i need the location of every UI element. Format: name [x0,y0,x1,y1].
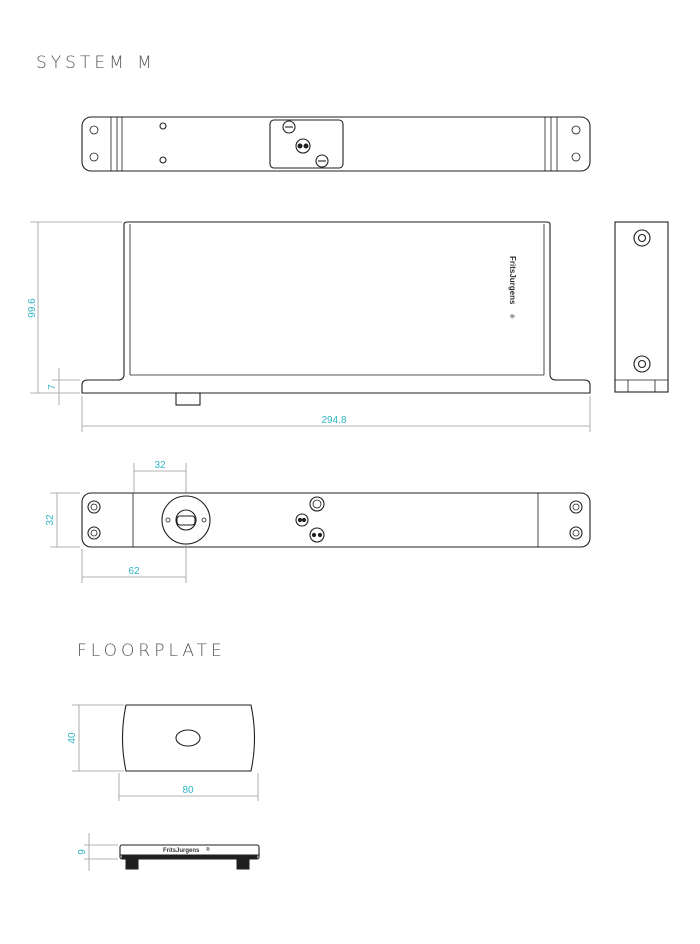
dim-label-height-total: 99.6 [27,298,38,318]
bottom-view-pivot-key [176,515,196,526]
front-view-brand-mark: ® [508,314,515,319]
top-view-pin-icon [159,156,167,164]
bottom-view-body [81,492,591,548]
side-view [614,221,669,393]
floorplate-foot-icon [125,858,139,870]
dim-label-floorplate-height: 9 [77,849,88,855]
bottom-view-pivot-disc [161,495,211,545]
dim-label-width: 32 [45,514,56,526]
floorplate-top-body [121,704,256,772]
side-view-screw-icon [633,229,651,247]
bottom-view-hole-core [90,529,98,537]
floorplate-foot-icon [236,858,250,870]
side-view-screw-core [637,233,647,243]
dim-label-floorplate-width: 40 [67,732,78,744]
side-view-screw-core [637,359,647,369]
bottom-view-pivot-pin [201,517,207,523]
section-title-floorplate: FLOORPLATE [77,641,226,661]
floorplate-side-base [121,854,258,860]
dim-label-pivot-offset: 32 [154,460,166,471]
bottom-view-nut-core [312,499,322,509]
front-view-brand-logo: FritsJurgens [508,256,517,305]
top-view-hole-icon [89,125,99,135]
front-view-body [81,221,591,394]
bottom-view-hole-core [572,529,580,537]
bottom-view-hole-icon [569,500,583,514]
dim-label-pivot-distance: 62 [128,566,140,577]
bottom-view [81,492,591,548]
dim-label-base-height: 7 [47,384,58,390]
top-view-hole-icon [89,152,99,162]
bottom-view-nut-icon [309,496,325,512]
top-view-valve-pin [297,143,303,149]
front-view-spindle [175,392,201,406]
bottom-view-pivot-pin [165,517,171,523]
floorplate-brand-logo: FritsJurgens [163,848,200,854]
bottom-view-valve-icon [309,527,325,543]
bottom-view-dimensions: 32 32 62 [45,460,187,583]
top-view-screw-icon [282,120,296,134]
dim-label-length-total: 294.8 [321,415,346,426]
bottom-view-valve-pin [297,517,303,523]
top-view-mount-plate [269,119,344,169]
bottom-view-valve-icon [295,513,309,527]
top-view-body [81,116,591,172]
floorplate-brand-mark: ® [206,846,210,853]
bottom-view-hole-core [572,503,580,511]
bottom-view-valve-pin [311,532,317,538]
floorplate-top-hole-icon [175,729,201,747]
top-view-screw-icon [315,154,329,168]
floorplate-side-dimensions: 9 [77,833,118,871]
top-view-hole-icon [571,125,581,135]
top-view-valve-pin [303,143,309,149]
top-view-valve-icon [295,138,311,154]
floorplate-side-view: FritsJurgens ® [119,844,260,870]
bottom-view-pivot-axle [175,509,197,531]
top-view [81,116,591,172]
dim-label-floorplate-length: 80 [182,785,194,796]
top-view-hole-icon [571,152,581,162]
front-view-dimensions: 99.6 7 294.8 [27,221,591,432]
bottom-view-valve-pin [301,517,307,523]
bottom-view-hole-icon [569,526,583,540]
front-view: FritsJurgens ® [81,221,591,406]
top-view-pin-icon [159,122,167,130]
side-view-screw-icon [633,355,651,373]
side-view-body [614,221,669,393]
floorplate-top-view [121,704,256,772]
bottom-view-hole-icon [87,500,101,514]
floorplate-top-dimensions: 40 80 [67,704,259,801]
bottom-view-hole-core [90,503,98,511]
bottom-view-valve-pin [317,532,323,538]
section-title-system-m: SYSTEM M [36,53,156,73]
bottom-view-hole-icon [87,526,101,540]
